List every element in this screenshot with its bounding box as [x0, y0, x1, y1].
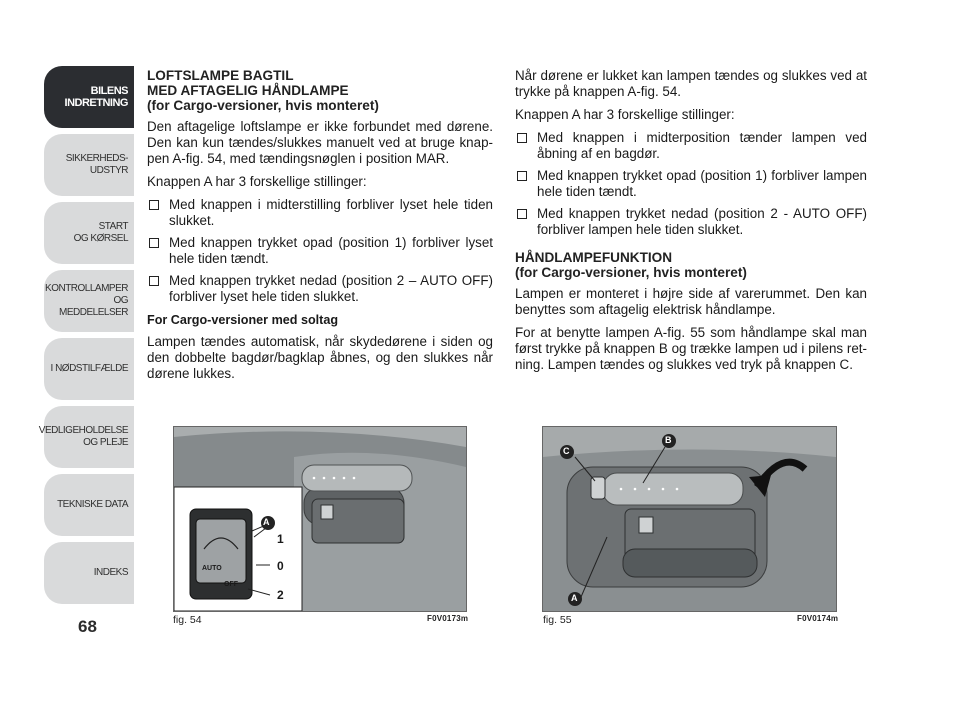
callout-b: B	[665, 435, 672, 445]
figure-54-code: F0V0173m	[427, 614, 469, 623]
text-column-right: Når dørene er lukket kan lampen tændes o…	[515, 68, 867, 380]
position-1-label: 1	[277, 532, 284, 546]
list-item: Med knappen trykket nedad (position 2 - …	[515, 206, 867, 238]
position-2-label: 2	[277, 588, 284, 602]
tab-i-nodstilfaelde[interactable]: I NØDSTILFÆLDE	[44, 338, 134, 400]
tab-sikkerhedsudstyr[interactable]: SIKKERHEDS- UDSTYR	[44, 134, 134, 196]
figure-55-hand-lamp: C B A	[542, 426, 837, 612]
paragraph: Knappen A har 3 forskellige stillinger:	[147, 174, 367, 189]
tab-kontrollamper[interactable]: KONTROLLAMPER OG MEDDELELSER	[44, 270, 134, 332]
ceiling-lamp-illustration	[174, 427, 466, 611]
figure-55-code: F0V0174m	[797, 614, 839, 623]
page-number: 68	[78, 617, 97, 636]
section-heading-line2: (for Cargo-versioner, hvis monteret)	[515, 265, 747, 280]
figure-54-label: fig. 54	[173, 614, 202, 626]
position-0-label: 0	[277, 559, 284, 573]
paragraph: Når dørene er lukket kan lampen tændes o…	[515, 68, 867, 99]
list-item: Med knappen i midterstilling forbliver l…	[147, 197, 493, 229]
tab-tekniske-data[interactable]: TEKNISKE DATA	[44, 474, 134, 536]
section-heading: LOFTSLAMPE BAGTIL	[147, 68, 294, 83]
paragraph: For at benytte lampen A-fig. 55 som hånd…	[515, 325, 867, 372]
callout-c: C	[563, 446, 570, 456]
text-column-left: LOFTSLAMPE BAGTIL MED AFTAGELIG HÅNDLAMP…	[147, 68, 493, 389]
bullet-list: Med knappen i midterstilling forbliver l…	[147, 197, 493, 305]
tab-start-og-korsel[interactable]: START OG KØRSEL	[44, 202, 134, 264]
paragraph: Lampen er monteret i højre side af varer…	[515, 286, 867, 317]
bullet-list: Med knappen i midterposition tænder lamp…	[515, 130, 867, 238]
auto-label: AUTO	[202, 565, 222, 572]
paragraph: Lampen tændes automatisk, når skydedøren…	[147, 334, 493, 381]
tab-bilens-indretning[interactable]: BILENS INDRETNING	[44, 66, 134, 128]
callout-a: A	[571, 593, 578, 603]
list-item: Med knappen trykket nedad (position 2 – …	[147, 273, 493, 305]
figure-55-label: fig. 55	[543, 614, 572, 626]
subheading: For Cargo-versioner med soltag	[147, 313, 339, 327]
list-item: Med knappen trykket opad (position 1) fo…	[515, 168, 867, 200]
callout-a: A	[263, 517, 270, 527]
section-heading-line3: (for Cargo-versioner, hvis monteret)	[147, 98, 379, 113]
chapter-tabs: BILENS INDRETNING SIKKERHEDS- UDSTYR STA…	[39, 66, 134, 610]
section-heading-line2: MED AFTAGELIG HÅNDLAMPE	[147, 83, 349, 98]
hand-lamp-illustration	[543, 427, 836, 611]
tab-indeks[interactable]: INDEKS	[44, 542, 134, 604]
tab-vedligeholdelse[interactable]: VEDLIGEHOLDELSE OG PLEJE	[39, 406, 134, 468]
list-item: Med knappen trykket opad (position 1) fo…	[147, 235, 493, 267]
figure-54-ceiling-lamp: A 1 0 2 AUTO OFF	[173, 426, 467, 612]
paragraph: Knappen A har 3 forskellige stillinger:	[515, 107, 735, 122]
off-label: OFF	[224, 581, 238, 588]
list-item: Med knappen i midterposition tænder lamp…	[515, 130, 867, 162]
section-heading: HÅNDLAMPEFUNKTION	[515, 250, 673, 265]
paragraph: Den aftagelige loftslampe er ikke forbun…	[147, 119, 493, 166]
